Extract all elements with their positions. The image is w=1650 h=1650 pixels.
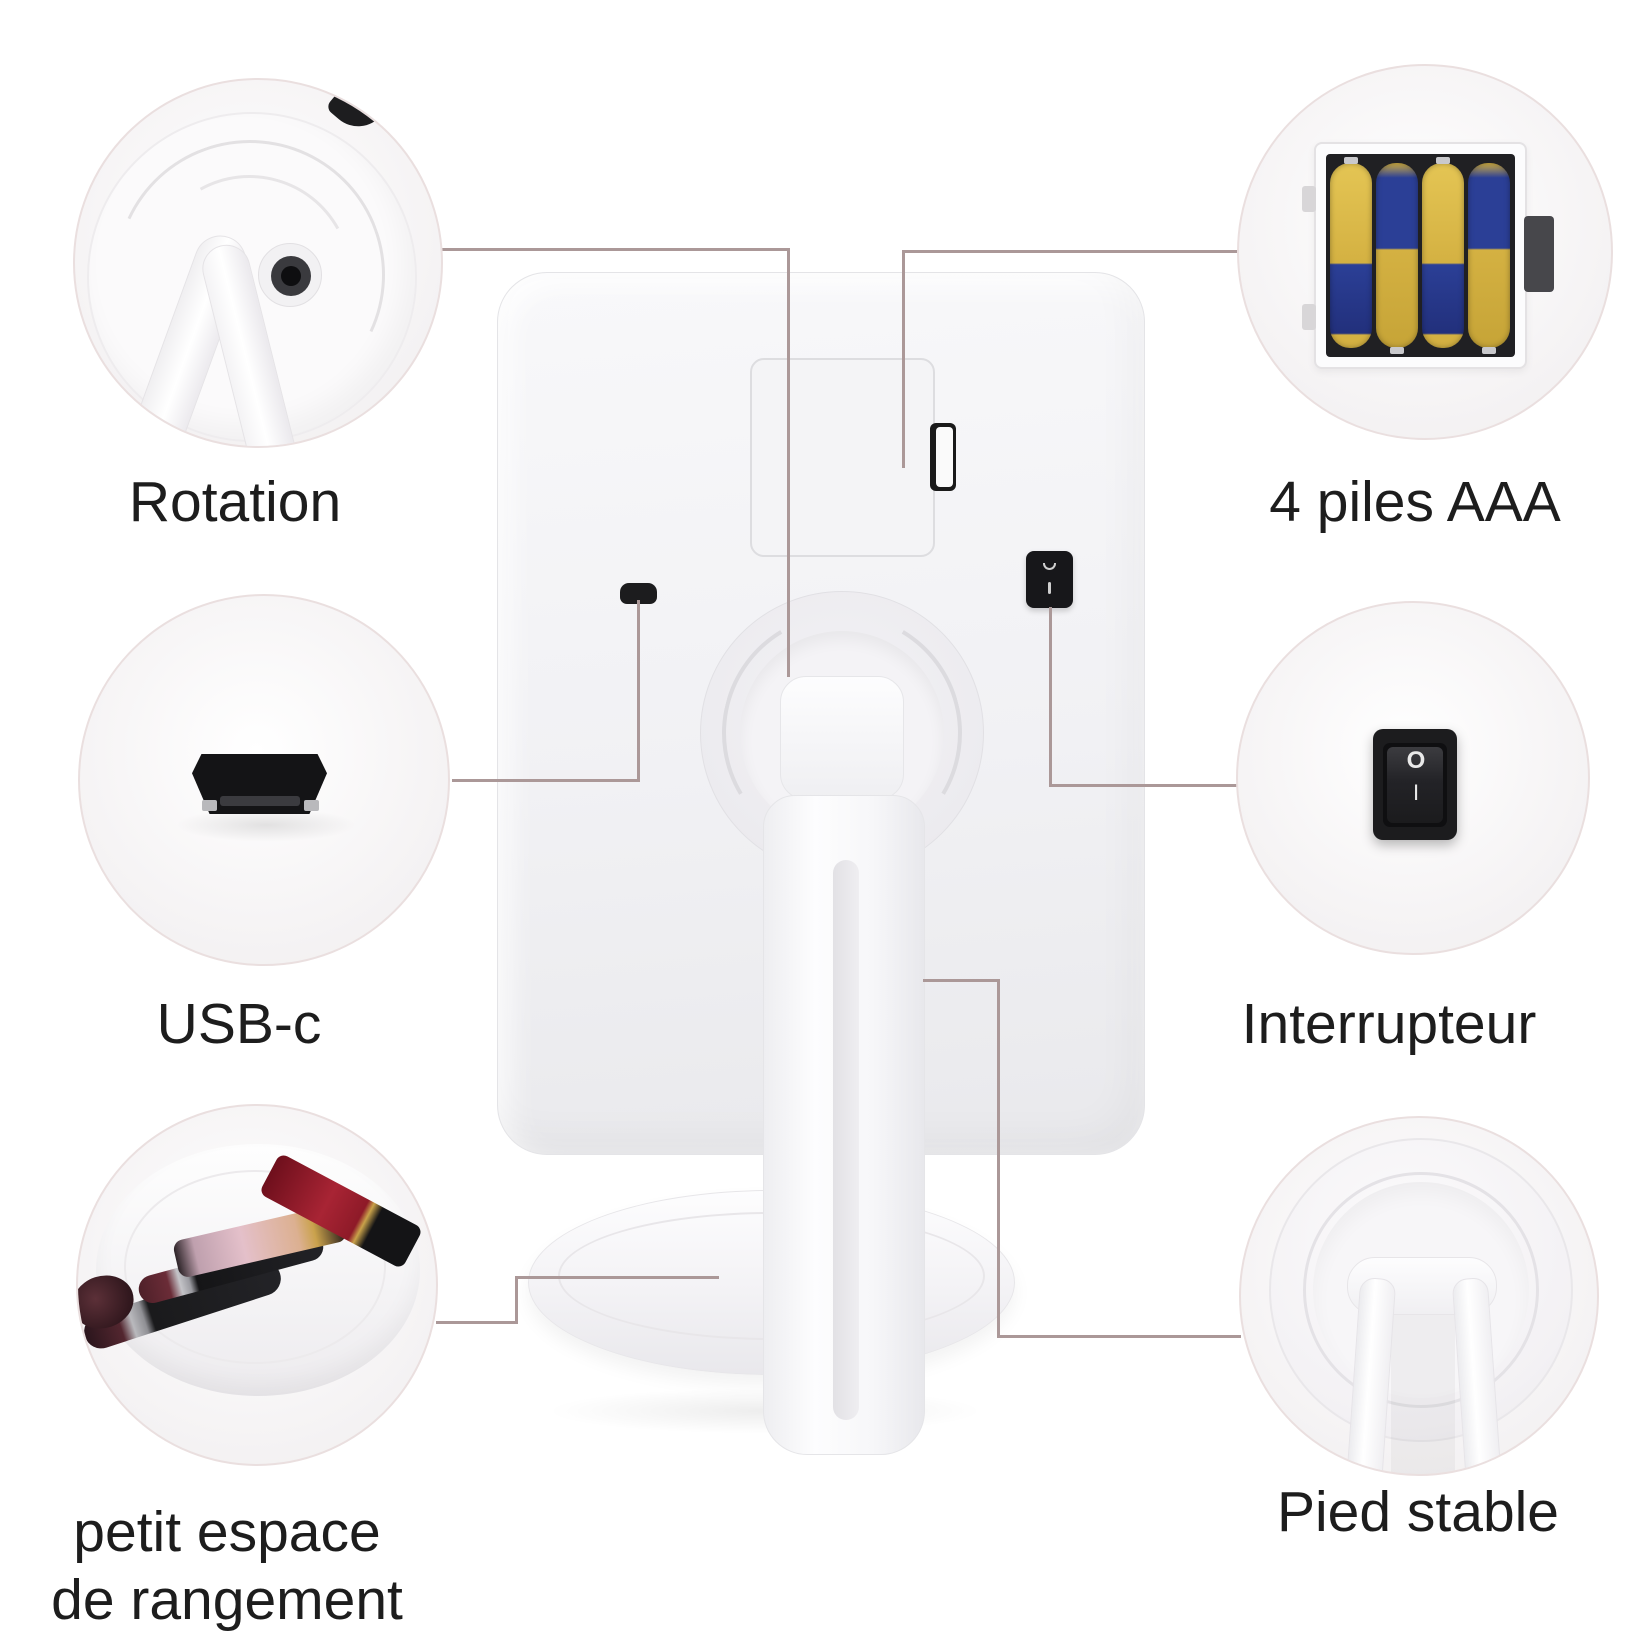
power-switch-on-panel bbox=[1026, 551, 1073, 608]
connector-foot-v bbox=[997, 979, 1000, 1338]
base-underside-ring bbox=[1303, 1172, 1539, 1408]
rotation-label: Rotation bbox=[128, 470, 342, 534]
switch-label: Interrupteur bbox=[1241, 992, 1537, 1056]
battery-aaa-4 bbox=[1468, 163, 1510, 354]
battery-contact bbox=[1344, 157, 1358, 164]
battery-frame-clip bbox=[1302, 186, 1316, 212]
usb-port-pin bbox=[202, 800, 217, 811]
usb-photo-circle bbox=[78, 594, 450, 966]
switch-mark-top bbox=[1043, 563, 1056, 570]
foot-photo-circle bbox=[1239, 1116, 1599, 1476]
connector-storage-v bbox=[515, 1276, 518, 1324]
battery-contact bbox=[1390, 347, 1404, 354]
stand-knuckle bbox=[780, 676, 904, 800]
storage-label: petit espace de rangement bbox=[17, 1498, 437, 1635]
usb-label: USB-c bbox=[156, 992, 322, 1056]
connector-usb-v bbox=[637, 600, 640, 782]
battery-contact bbox=[1436, 157, 1450, 164]
rocker-switch-face bbox=[1387, 747, 1443, 823]
connector-usb-h bbox=[452, 779, 640, 782]
connector-switch-v bbox=[1049, 607, 1052, 787]
connector-battery-v bbox=[902, 250, 905, 468]
battery-aaa-2 bbox=[1376, 163, 1418, 354]
stand-leg-groove bbox=[833, 860, 859, 1420]
storage-tray-rim bbox=[124, 1170, 386, 1364]
battery-aaa-1 bbox=[1330, 157, 1372, 348]
usb-port-pin bbox=[304, 800, 319, 811]
battery-cover-outline bbox=[750, 358, 935, 557]
switch-mark-bottom bbox=[1048, 582, 1051, 594]
battery-frame-clip bbox=[1302, 304, 1316, 330]
connector-foot-h1 bbox=[923, 979, 1000, 982]
foot-label: Pied stable bbox=[1276, 1480, 1560, 1544]
connector-rotation-h bbox=[440, 248, 790, 251]
battery-aaa-3 bbox=[1422, 157, 1464, 348]
connector-storage-h2 bbox=[515, 1276, 719, 1279]
battery-photo-circle bbox=[1237, 64, 1613, 440]
switch-photo-circle: O I bbox=[1236, 601, 1590, 955]
connector-foot-h2 bbox=[997, 1335, 1241, 1338]
storage-label-line1: petit espace bbox=[73, 1500, 381, 1564]
battery-contact bbox=[1482, 347, 1496, 354]
switch-glyph-on: I bbox=[1412, 780, 1420, 805]
panel-notch bbox=[325, 80, 389, 139]
connector-storage-h1 bbox=[436, 1321, 518, 1324]
pivot-hole-center bbox=[281, 266, 301, 286]
usb-port-tongue bbox=[220, 796, 300, 806]
battery-door-tab bbox=[1524, 216, 1554, 292]
storage-label-line2: de rangement bbox=[51, 1568, 403, 1633]
usb-port-on-panel bbox=[620, 583, 657, 604]
battery-label: 4 piles AAA bbox=[1269, 470, 1561, 534]
switch-glyph-off: O bbox=[1406, 747, 1426, 774]
rotation-photo-circle bbox=[73, 78, 443, 448]
connector-switch-h bbox=[1049, 784, 1239, 787]
storage-photo-circle bbox=[76, 1104, 438, 1466]
connector-rotation-v bbox=[787, 248, 790, 677]
connector-battery-h bbox=[902, 250, 1240, 253]
battery-latch-slider bbox=[936, 427, 953, 487]
